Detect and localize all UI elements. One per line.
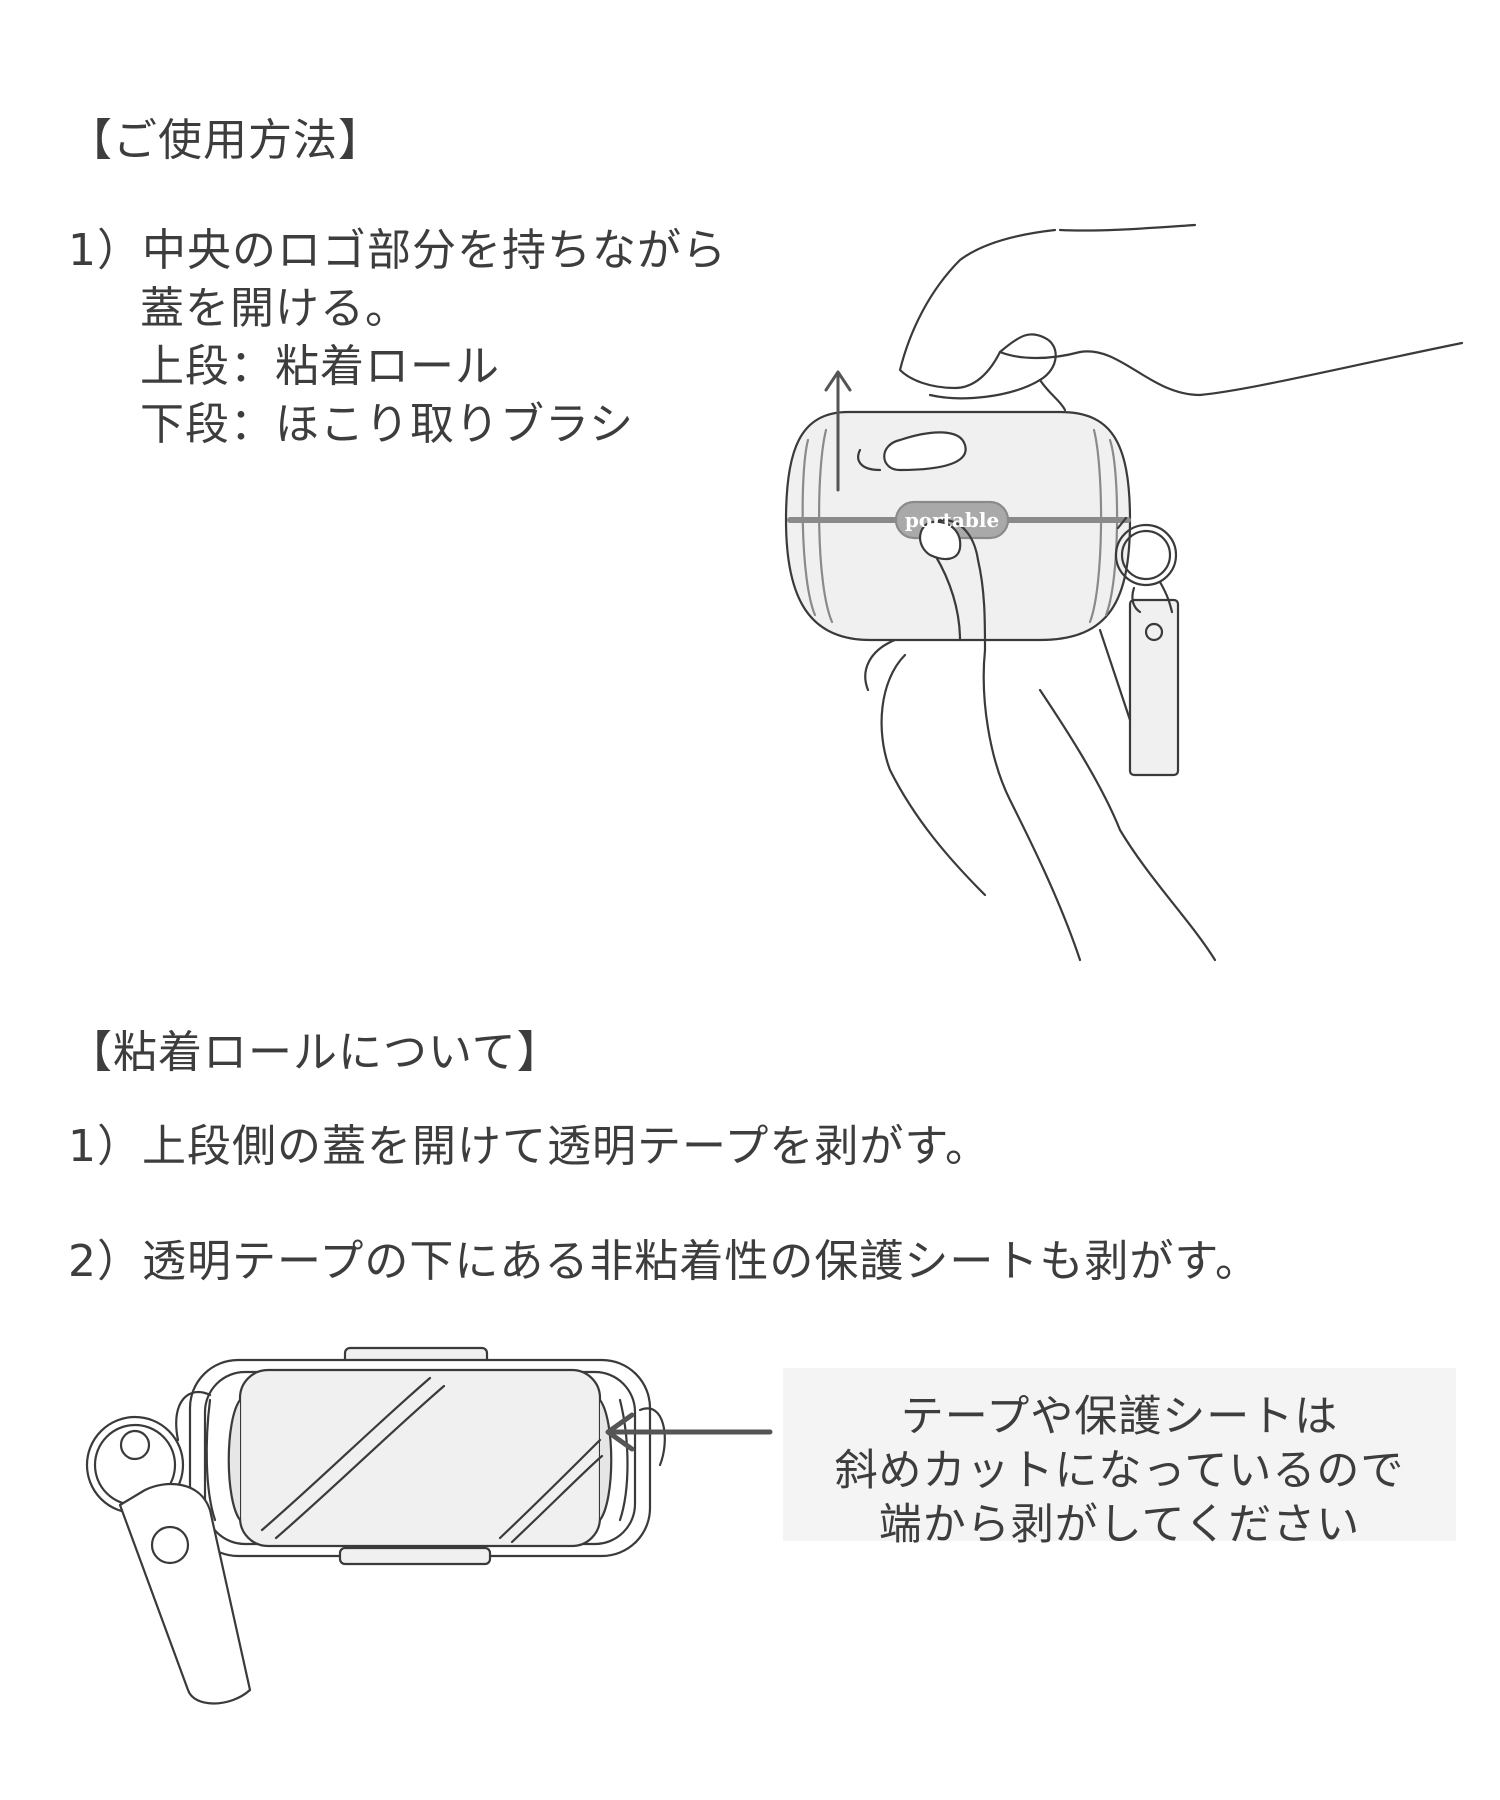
- strap: [1128, 598, 1180, 777]
- logo-text: portable: [905, 508, 999, 532]
- usage-step1-line2: 蓋を開ける。: [140, 283, 410, 334]
- usage-heading: 【ご使用方法】: [68, 115, 383, 166]
- usage-step1: 1）中央のロゴ部分を持ちながら 蓋を開ける。 上段：粘着ロール 下段：ほこり取り…: [68, 222, 727, 454]
- lower-hand: [1038, 688, 1217, 962]
- adhesive-roll: [238, 1368, 602, 1548]
- bottom-thumb-nail: [919, 520, 962, 561]
- roll-step2: 2）透明テープの下にある非粘着性の保護シートも剥がす。: [68, 1236, 1260, 1287]
- roll-step1: 1）上段側の蓋を開けて透明テープを剥がす。: [68, 1121, 990, 1172]
- key-ring: [1114, 523, 1178, 587]
- usage-step1-line1: 1）中央のロゴ部分を持ちながら: [68, 225, 727, 276]
- usage-step1-line4: 下段：ほこり取りブラシ: [140, 399, 635, 450]
- note-box: テープや保護シートは 斜めカットになっているので 端から剥がしてください: [783, 1368, 1456, 1550]
- usage-step1-line3: 上段：粘着ロール: [140, 341, 500, 392]
- bottom-thumb: [925, 518, 987, 652]
- top-thumb-nail: [883, 431, 967, 472]
- roll-heading: 【粘着ロールについて】: [68, 1027, 562, 1078]
- note-line1: テープや保護シートは: [900, 1392, 1339, 1442]
- note-line2: 斜めカットになっているので: [834, 1446, 1405, 1496]
- note-line3: 端から剥がしてください: [878, 1500, 1361, 1550]
